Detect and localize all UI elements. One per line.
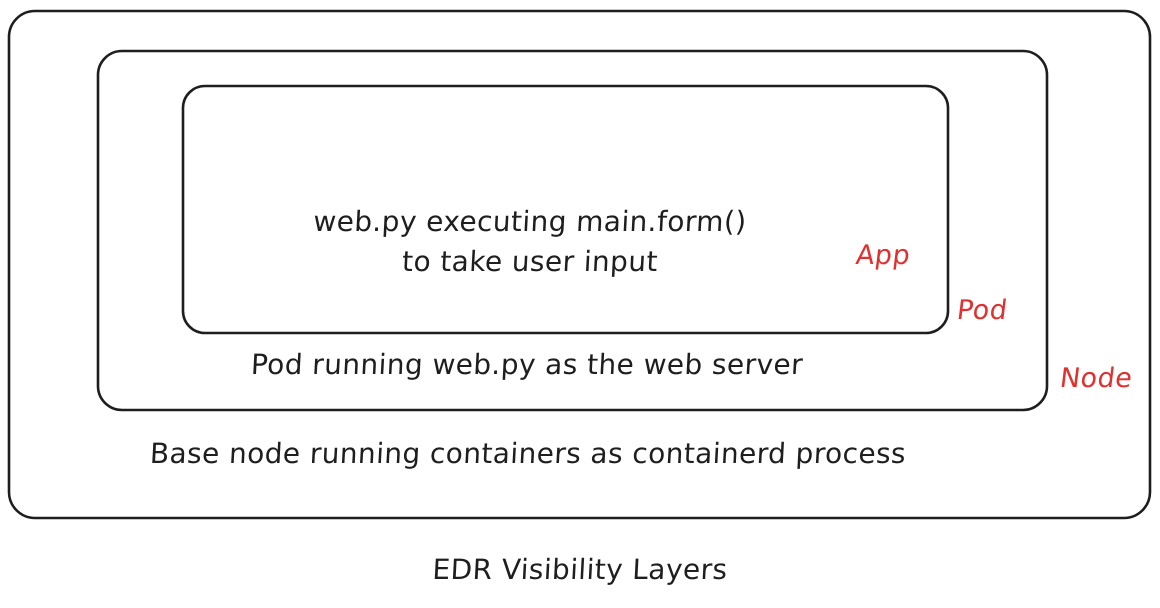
pod-caption: Pod running web.py as the web server (250, 348, 804, 381)
pod-layer-label: Pod (955, 295, 1010, 326)
pod-boundary-box (96, 49, 1049, 412)
node-boundary-box (7, 9, 1152, 520)
node-caption: Base node running containers as containe… (149, 437, 907, 470)
app-layer-label: App (854, 240, 913, 271)
node-layer-label: Node (1058, 363, 1135, 394)
app-caption-line-1: web.py executing main.form() (312, 205, 748, 238)
figure-caption: EDR Visibility Layers (431, 553, 729, 586)
app-boundary-box (181, 84, 950, 335)
